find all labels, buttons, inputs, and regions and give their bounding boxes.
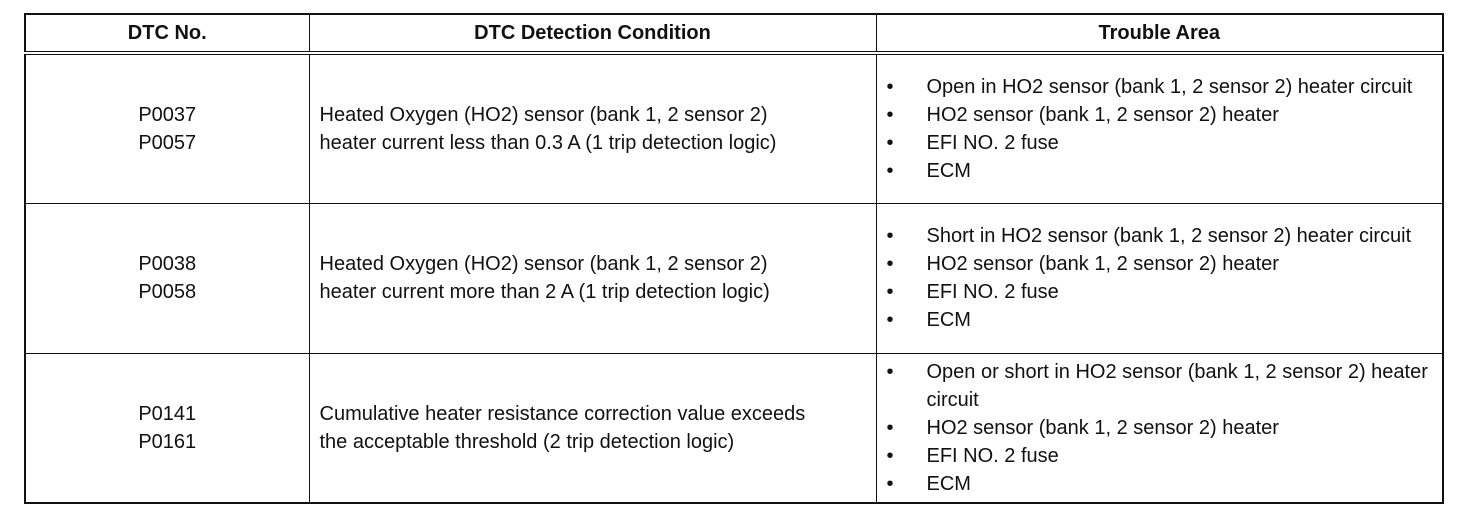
- bullet-icon: •: [886, 225, 894, 247]
- dtc-code-cell: P0037 P0057: [24, 52, 310, 204]
- trouble-area-text: HO2 sensor (bank 1, 2 sensor 2) heater: [926, 416, 1279, 439]
- dtc-code-cell: P0141 P0161: [24, 352, 310, 504]
- bullet-icon: •: [886, 309, 894, 331]
- list-item: • Open in HO2 sensor (bank 1, 2 sensor 2)…: [887, 73, 1437, 101]
- condition-line: Heated Oxygen (HO2) sensor (bank 1, 2 se…: [319, 253, 768, 275]
- detection-condition-cell: Cumulative heater resistance correction …: [308, 352, 877, 504]
- header-detection-condition: DTC Detection Condition: [308, 14, 877, 55]
- dtc-code: P0161: [138, 430, 197, 453]
- trouble-area-list: • Short in HO2 sensor (bank 1, 2 sensor 2…: [887, 222, 1437, 334]
- header-trouble-area: Trouble Area: [875, 14, 1444, 55]
- trouble-area-list: • Open in HO2 sensor (bank 1, 2 sensor 2)…: [887, 73, 1437, 185]
- list-item: • HO2 sensor (bank 1, 2 sensor 2) heater: [887, 250, 1437, 278]
- trouble-area-text: ECM: [926, 309, 971, 331]
- header-dtc-no: DTC No.: [24, 14, 310, 55]
- condition-line: heater current more than 2 A (1 trip det…: [319, 281, 770, 303]
- trouble-area-list: • Open or short in HO2 sensor (bank 1, 2 …: [887, 358, 1437, 498]
- list-item: • EFI NO. 2 fuse: [887, 129, 1437, 157]
- list-item: • Open or short in HO2 sensor (bank 1, 2 …: [887, 358, 1437, 414]
- dtc-code: P0037: [138, 103, 197, 126]
- list-item: • HO2 sensor (bank 1, 2 sensor 2) heater: [887, 414, 1437, 442]
- trouble-area-cell: • Short in HO2 sensor (bank 1, 2 sensor 2…: [875, 202, 1444, 354]
- bullet-icon: •: [886, 103, 894, 126]
- trouble-area-text: Open in HO2 sensor (bank 1, 2 sensor 2) …: [926, 75, 1413, 98]
- condition-line: Cumulative heater resistance correction …: [319, 402, 806, 425]
- list-item: • ECM: [887, 306, 1437, 334]
- dtc-code: P0141: [138, 402, 197, 425]
- list-item: • EFI NO. 2 fuse: [887, 278, 1437, 306]
- trouble-area-text: EFI NO. 2 fuse: [926, 281, 1059, 303]
- list-item: • ECM: [887, 470, 1437, 498]
- bullet-icon: •: [886, 281, 894, 303]
- bullet-icon: •: [886, 360, 894, 383]
- list-item: • Short in HO2 sensor (bank 1, 2 sensor 2…: [887, 222, 1437, 250]
- trouble-area-cell: • Open or short in HO2 sensor (bank 1, 2 …: [875, 352, 1444, 504]
- trouble-area-text: Open or short in HO2 sensor (bank 1, 2 s…: [926, 360, 1428, 411]
- dtc-code: P0057: [138, 131, 197, 154]
- condition-line: heater current less than 0.3 A (1 trip d…: [319, 131, 777, 154]
- header-row: DTC No. DTC Detection Condition Trouble …: [24, 14, 1444, 55]
- bullet-icon: •: [886, 131, 894, 154]
- dtc-code-cell: P0038 P0058: [24, 202, 310, 354]
- trouble-area-cell: • Open in HO2 sensor (bank 1, 2 sensor 2)…: [875, 52, 1444, 204]
- bullet-icon: •: [886, 444, 894, 467]
- condition-line: Heated Oxygen (HO2) sensor (bank 1, 2 se…: [319, 103, 768, 126]
- bullet-icon: •: [886, 472, 894, 495]
- detection-condition-cell: Heated Oxygen (HO2) sensor (bank 1, 2 se…: [308, 202, 877, 354]
- trouble-area-text: HO2 sensor (bank 1, 2 sensor 2) heater: [926, 253, 1279, 275]
- trouble-area-text: Short in HO2 sensor (bank 1, 2 sensor 2)…: [926, 225, 1412, 247]
- trouble-area-text: ECM: [926, 472, 971, 495]
- list-item: • EFI NO. 2 fuse: [887, 442, 1437, 470]
- trouble-area-text: HO2 sensor (bank 1, 2 sensor 2) heater: [926, 103, 1279, 126]
- bullet-icon: •: [886, 416, 894, 439]
- table-row: P0038 P0058 Heated Oxygen (HO2) sensor (…: [24, 202, 1444, 354]
- table-row: P0037 P0057 Heated Oxygen (HO2) sensor (…: [24, 52, 1444, 204]
- bullet-icon: •: [886, 159, 894, 182]
- dtc-code: P0038: [138, 253, 197, 275]
- trouble-area-text: ECM: [926, 159, 971, 182]
- table-row: P0141 P0161 Cumulative heater resistance…: [24, 352, 1444, 504]
- dtc-table: DTC No. DTC Detection Condition Trouble …: [24, 13, 1444, 504]
- dtc-code: P0058: [138, 281, 197, 303]
- list-item: • ECM: [887, 157, 1437, 185]
- trouble-area-text: EFI NO. 2 fuse: [926, 444, 1059, 467]
- condition-line: the acceptable threshold (2 trip detecti…: [319, 430, 735, 453]
- list-item: • HO2 sensor (bank 1, 2 sensor 2) heater: [887, 101, 1437, 129]
- bullet-icon: •: [886, 253, 894, 275]
- bullet-icon: •: [886, 75, 894, 98]
- detection-condition-cell: Heated Oxygen (HO2) sensor (bank 1, 2 se…: [308, 52, 877, 204]
- trouble-area-text: EFI NO. 2 fuse: [926, 131, 1059, 154]
